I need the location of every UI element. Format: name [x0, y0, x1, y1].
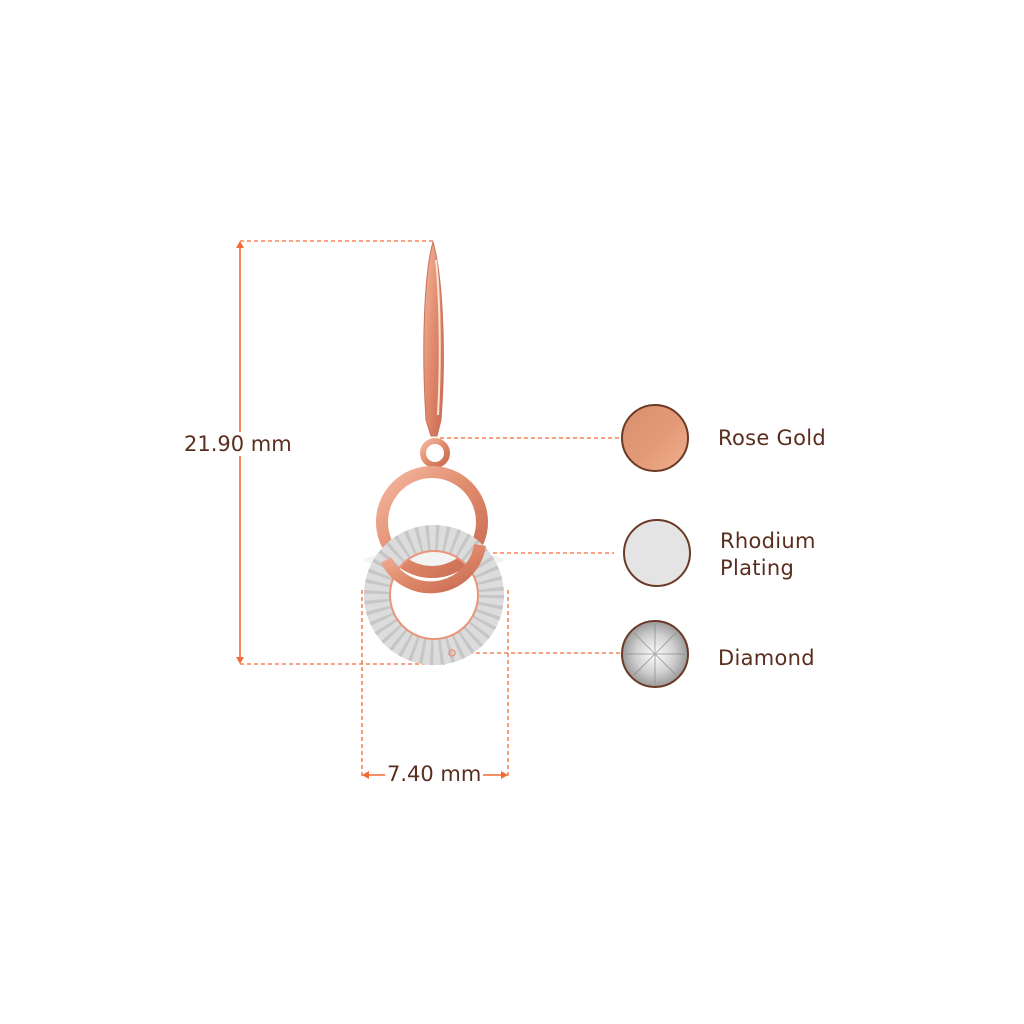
earring-illustration	[364, 240, 504, 665]
rhodium-swatch-icon	[623, 519, 691, 587]
material-label-rhodium: Rhodium Plating	[720, 528, 816, 582]
rose-gold-swatch-icon	[621, 404, 689, 472]
material-label-diamond: Diamond	[718, 646, 815, 670]
material-label-rhodium-line1: Rhodium	[720, 529, 816, 553]
material-label-rhodium-line2: Plating	[720, 556, 795, 580]
diamond-swatch-icon	[621, 620, 689, 688]
height-dimension-label: 21.90 mm	[183, 432, 293, 456]
width-dimension-label: 7.40 mm	[385, 762, 484, 786]
material-label-rose-gold: Rose Gold	[718, 426, 827, 450]
leader-lines	[440, 437, 622, 654]
